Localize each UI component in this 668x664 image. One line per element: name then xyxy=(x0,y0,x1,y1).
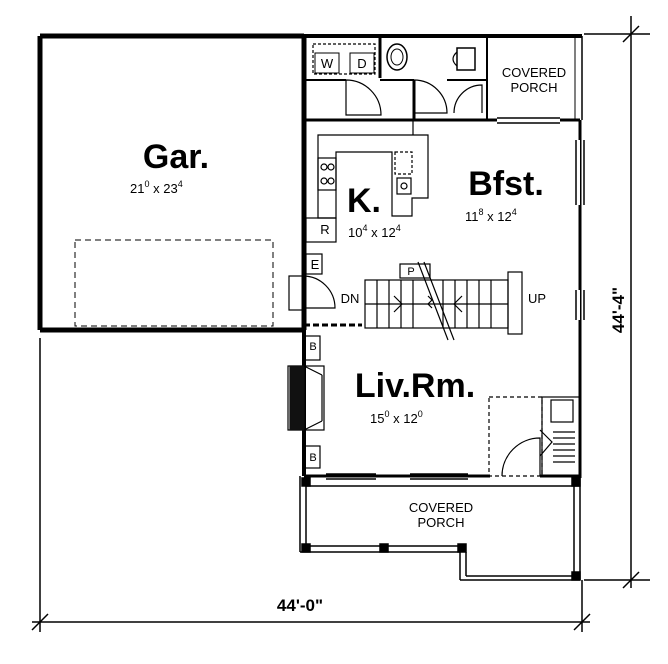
covered-porch-front-line1: COVERED xyxy=(409,500,473,515)
kitchen-counters xyxy=(288,120,429,311)
width-dimension: 44'-0" xyxy=(277,596,323,615)
refrigerator-label: R xyxy=(320,222,329,237)
garage-dimensions: 210 x 234 xyxy=(130,179,183,196)
covered-porch-top-line2: PORCH xyxy=(511,80,558,95)
covered-porch-top-line1: COVERED xyxy=(502,65,566,80)
range-icon xyxy=(317,157,337,191)
breakfast-windows xyxy=(497,117,585,320)
laundry xyxy=(312,43,376,75)
e-closet xyxy=(305,253,323,275)
kitchen-name: K. xyxy=(347,182,381,220)
living-room-dimensions: 150 x 120 xyxy=(370,409,423,426)
side-door-swing xyxy=(302,275,336,309)
pantry-label: P xyxy=(407,266,414,278)
stairs-down-label: DN xyxy=(341,291,360,306)
garage-name: Gar. xyxy=(143,138,209,176)
bookcase-top-label: B xyxy=(309,341,316,353)
dryer-label: D xyxy=(357,56,366,71)
kitchen-dimensions: 104 x 124 xyxy=(348,223,401,240)
garage-door-outline xyxy=(74,239,274,327)
half-bath xyxy=(345,43,483,122)
stairs xyxy=(364,261,523,341)
pantry xyxy=(399,263,431,279)
fireplace xyxy=(287,335,325,469)
depth-dimension: 44'-4" xyxy=(609,287,628,333)
sink-icon xyxy=(386,43,408,71)
living-room-name: Liv.Rm. xyxy=(355,367,475,405)
covered-porch-front-line2: PORCH xyxy=(418,515,465,530)
toilet-icon xyxy=(456,47,476,71)
garage xyxy=(37,33,304,333)
breakfast-dimensions: 118 x 124 xyxy=(465,207,517,224)
front-porch xyxy=(299,476,581,581)
living-windows xyxy=(326,473,468,480)
e-label: E xyxy=(311,257,320,272)
refrigerator xyxy=(305,217,337,243)
breakfast-name: Bfst. xyxy=(468,165,544,203)
front-door-swing xyxy=(501,437,541,477)
bookcase-bottom-label: B xyxy=(309,452,316,464)
dimension-lines xyxy=(31,16,650,632)
entry xyxy=(488,396,581,477)
washer-label: W xyxy=(321,56,334,71)
stairs-up-label: UP xyxy=(528,291,546,306)
